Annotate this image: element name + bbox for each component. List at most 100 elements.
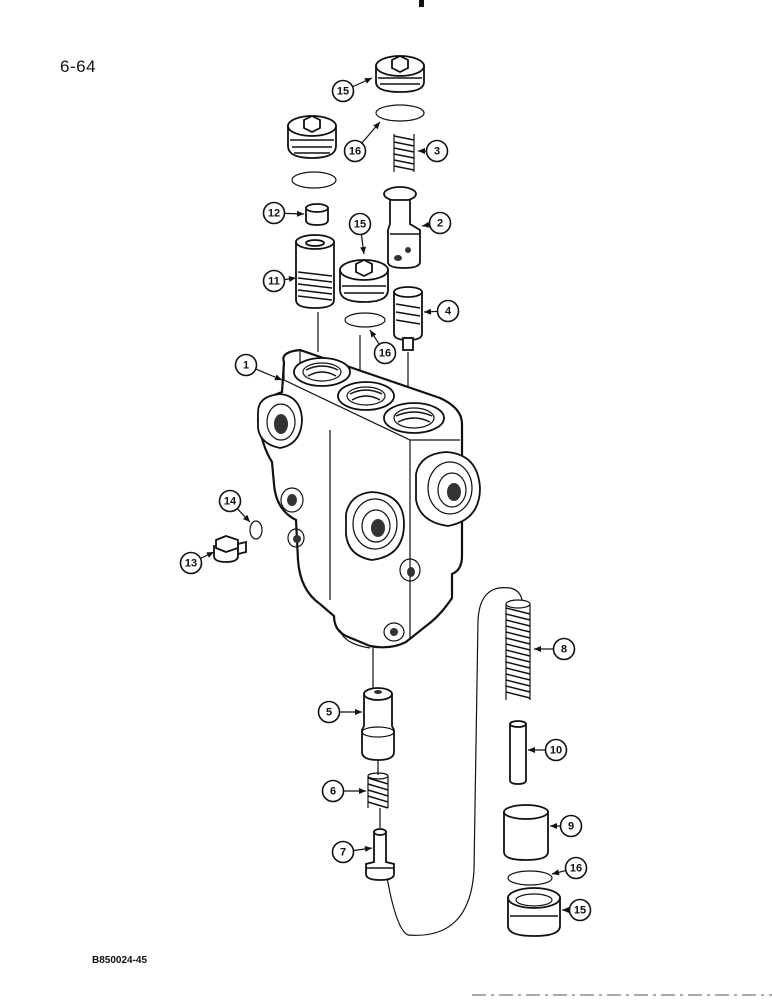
callout-label: 16 bbox=[349, 146, 361, 158]
callout-arrowhead bbox=[359, 788, 366, 794]
spring-8 bbox=[505, 599, 531, 700]
callout-label: 14 bbox=[224, 496, 237, 508]
plug-bottom bbox=[507, 887, 561, 937]
callout-arrowhead bbox=[364, 78, 372, 84]
callout-4: 4 bbox=[423, 299, 460, 323]
callout-arrowhead bbox=[243, 514, 250, 522]
callout-circle bbox=[348, 212, 372, 236]
callout-label: 8 bbox=[561, 644, 567, 656]
callout-5: 5 bbox=[317, 700, 362, 724]
callout-10: 10 bbox=[528, 738, 568, 762]
callout-label: 15 bbox=[354, 219, 366, 231]
callout-16: 16 bbox=[343, 121, 381, 163]
callout-arrowhead bbox=[528, 747, 535, 753]
callout-circle bbox=[559, 814, 583, 838]
callout-circle bbox=[262, 269, 286, 293]
callout-circle bbox=[436, 299, 460, 323]
callout-arrowhead bbox=[418, 148, 425, 154]
plug-13 bbox=[213, 535, 247, 563]
callout-arrowhead bbox=[370, 330, 377, 338]
callout-label: 13 bbox=[185, 558, 197, 570]
callout-arrowhead bbox=[355, 709, 362, 715]
poppet-2 bbox=[383, 186, 421, 269]
callout-circle bbox=[373, 341, 397, 365]
callout-circle bbox=[331, 79, 355, 103]
callout-2: 2 bbox=[421, 211, 452, 235]
callout-14: 14 bbox=[218, 489, 251, 523]
callout-circle bbox=[317, 700, 341, 724]
callout-arrowhead bbox=[373, 122, 380, 130]
callout-circle bbox=[218, 489, 242, 513]
callout-6: 6 bbox=[321, 779, 366, 803]
plug-top-right bbox=[375, 54, 425, 93]
callout-label: 15 bbox=[337, 86, 349, 98]
callout-label: 16 bbox=[379, 348, 391, 360]
callout-arrowhead bbox=[296, 210, 304, 217]
page-number: 6-64 bbox=[60, 57, 97, 76]
callout-circle bbox=[331, 840, 355, 864]
o-ring-top-left bbox=[291, 171, 337, 189]
callout-circle bbox=[321, 779, 345, 803]
callout-circle bbox=[425, 139, 449, 163]
callout-circle bbox=[179, 551, 203, 575]
o-ring-bottom bbox=[507, 870, 553, 886]
plunger-7 bbox=[365, 828, 395, 881]
callout-label: 11 bbox=[268, 276, 280, 288]
callout-3: 3 bbox=[418, 139, 449, 163]
plug-top-left bbox=[287, 114, 337, 159]
callout-arrowhead bbox=[552, 869, 560, 876]
callout-label: 15 bbox=[574, 905, 586, 917]
callout-15: 15 bbox=[331, 77, 373, 103]
spring-3 bbox=[393, 134, 415, 172]
callout-11: 11 bbox=[262, 269, 297, 293]
callout-arrowhead bbox=[550, 823, 557, 829]
callout-arrowhead bbox=[422, 221, 430, 228]
callout-arrowhead bbox=[360, 246, 367, 254]
callout-arrowhead bbox=[534, 646, 541, 652]
callout-arrowhead bbox=[288, 275, 296, 282]
callout-15: 15 bbox=[562, 898, 592, 922]
callout-circle bbox=[544, 738, 568, 762]
callout-circle bbox=[568, 898, 592, 922]
spool-4 bbox=[393, 286, 423, 351]
pin-10 bbox=[509, 720, 527, 785]
callout-circle bbox=[564, 856, 588, 880]
callout-label: 7 bbox=[340, 847, 346, 859]
ring-12 bbox=[305, 203, 329, 226]
callout-label: 4 bbox=[445, 306, 452, 318]
callout-circle bbox=[262, 201, 286, 225]
callout-circle bbox=[343, 139, 367, 163]
callout-arrowhead bbox=[206, 552, 214, 558]
callout-label: 12 bbox=[268, 208, 280, 220]
callout-label: 3 bbox=[434, 146, 440, 158]
callout-label: 1 bbox=[243, 360, 249, 372]
callout-label: 5 bbox=[326, 707, 332, 719]
callout-circle bbox=[234, 353, 258, 377]
spring-6 bbox=[367, 772, 389, 809]
callout-label: 6 bbox=[330, 786, 336, 798]
piston-5 bbox=[361, 687, 395, 761]
callout-13: 13 bbox=[179, 551, 215, 575]
callout-16: 16 bbox=[551, 856, 588, 880]
registration-mark bbox=[419, 0, 424, 7]
valve-body-1 bbox=[256, 348, 481, 649]
callout-arrowhead bbox=[274, 374, 282, 381]
callout-circle bbox=[552, 637, 576, 661]
o-ring-top-right bbox=[375, 104, 425, 122]
callout-arrowhead bbox=[562, 907, 569, 913]
callout-1: 1 bbox=[234, 353, 283, 381]
callout-arrowhead bbox=[424, 308, 432, 315]
callout-label: 16 bbox=[570, 863, 582, 875]
callout-label: 2 bbox=[437, 218, 443, 230]
cartridge-11 bbox=[295, 234, 335, 309]
callout-label: 9 bbox=[568, 821, 574, 833]
callout-15: 15 bbox=[348, 212, 372, 255]
callout-8: 8 bbox=[534, 637, 576, 661]
plug-middle bbox=[339, 258, 389, 303]
callout-16: 16 bbox=[369, 329, 397, 365]
callout-9: 9 bbox=[550, 814, 583, 838]
callout-label: 10 bbox=[550, 745, 562, 757]
washer-14 bbox=[249, 520, 263, 540]
sleeve-9 bbox=[503, 804, 549, 861]
